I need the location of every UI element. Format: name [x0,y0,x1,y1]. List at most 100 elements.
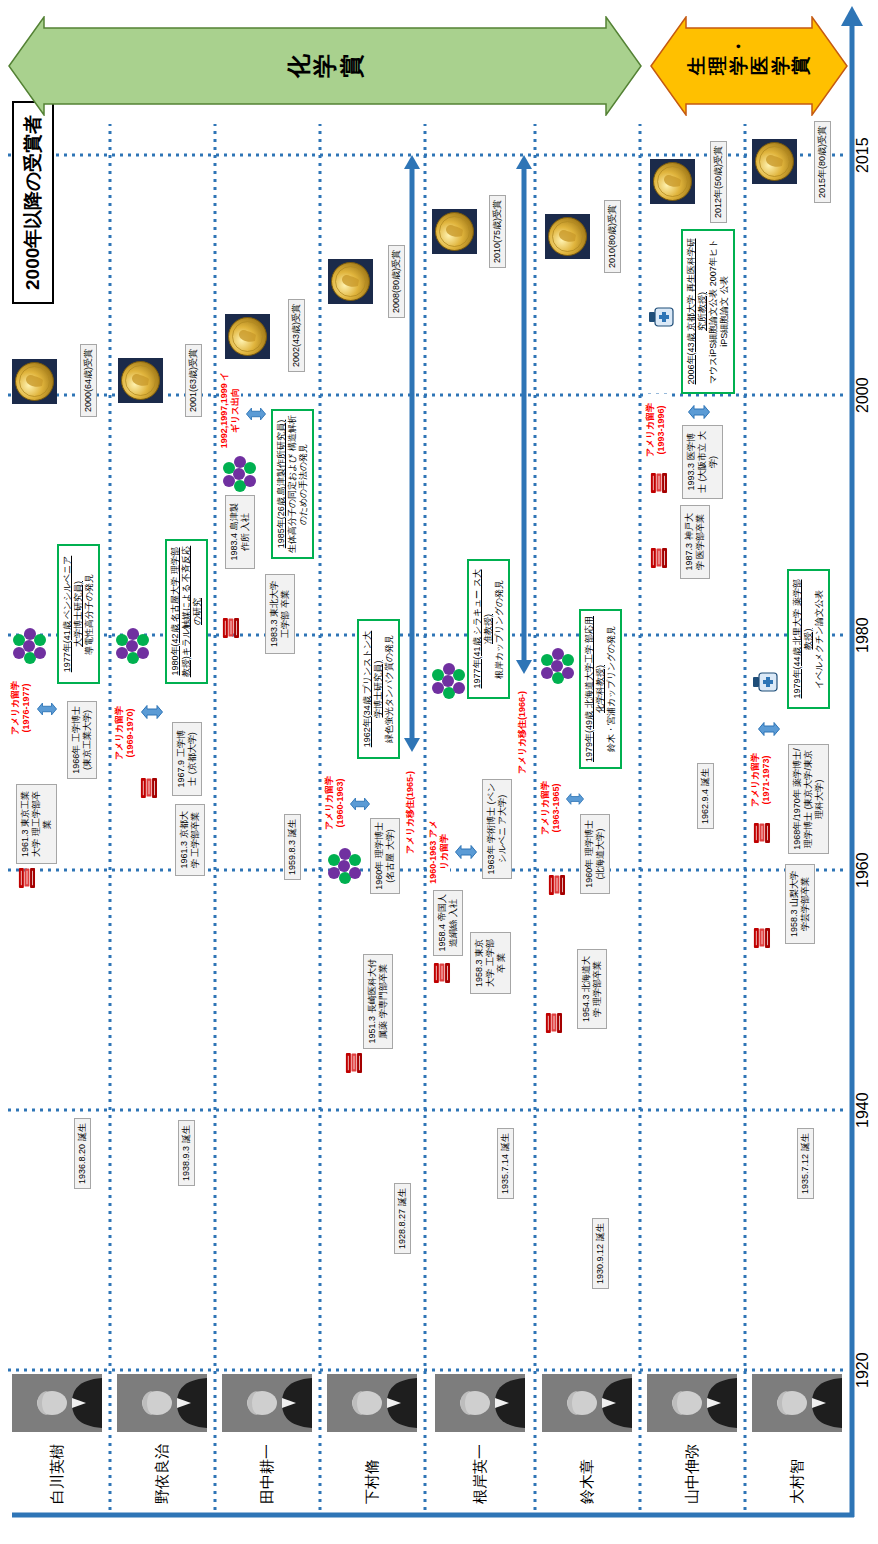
portrait-photo [542,1374,632,1432]
laureate-name: 山中伸弥 [683,1444,702,1504]
career-box: 1987.3 神戸大学 医学部卒業 [680,505,710,579]
node-text: 鈴木・宮浦カップリングの発見 [606,615,617,763]
period-arrow [37,703,56,715]
medal-image [545,214,590,259]
achievement-box: 1962年(34歳 プリンストン大 学博士研究員)緑色蛍光タンパク質の発見 [357,619,400,759]
career-box: 1968年/1970年 薬学博士/理学博士 (東京大学/東京理科大学) [788,744,829,854]
portrait-photo [12,1374,102,1432]
book-icon [434,963,450,983]
medal-image [650,159,695,204]
node-text: 1935.7.12 誕生 [800,1133,811,1194]
node-text: 1928.8.27 誕生 [397,1188,408,1249]
career-box: 1958.3 東京大学 工学部卒 業 [470,932,511,994]
node-text: 1968年/1970年 薬学博士/理学博士 (東京大学/東京理科大学) [792,748,825,850]
award-box: 2002(43歳)受賞 [288,299,305,372]
node-text: 1980年(42歳 名古屋大学 理学部教授)キラル触媒による 不斉反応の研究 [170,545,203,678]
laureate-name: 大村智 [788,1459,807,1504]
node-text: 1983.3 東北大学工学部 卒業 [269,578,291,650]
medal-image [225,314,270,359]
career-box: 1963年 学術博士 (ペンシルベニ ア大学) [482,779,512,879]
period-arrow [350,798,369,810]
book-icon [651,548,667,568]
node-text: 2010(80歳)受賞 [607,205,618,268]
event-note: アメリカ移住(1966-) [517,691,528,774]
career-box: 1983.4 島津製作所 入社 [225,495,255,569]
node-text: 2001(63歳)受賞 [188,349,199,412]
node-text: 1936.8.20 誕生 [77,1123,88,1184]
prize-category-arrow: 生理学・医学賞 [650,16,848,116]
node-text: 1958.3 山梨大学 学芸学部卒業 [789,868,811,940]
node-text: 1938.9.3 誕生 [181,1125,192,1181]
book-icon [651,473,667,493]
year-label: 1940 [855,1092,871,1128]
node-text: 1993.3 医学博士 (大阪市立 大学) [686,429,719,495]
achievement-box: 1977年(41歳 ペンシルベニア 大学博士研究員)導電性高分子の発見 [57,544,100,684]
node-text: 1963年 学術博士 (ペンシルベニ ア大学) [486,783,508,875]
node-text: 1930.9.12 誕生 [595,1223,606,1284]
time-axis [12,6,863,1517]
event-note: 1992,1997,1999 イギリス出向 [219,368,241,452]
book-icon [19,868,35,888]
node-text: 1979年(44歳 北里大学 薬学部教授) [792,575,814,703]
award-box: 2015年(80歳)受賞 [814,121,831,203]
year-label: 1960 [855,852,871,888]
achievement-box: 1985年(26歳 島津製作所研究員)生体高分子の同定および 構造解析のための手… [271,409,314,559]
period-arrow [566,794,583,805]
period-arrow [456,846,477,859]
medal-image [328,259,373,304]
node-text: 2015年(80歳)受賞 [817,126,828,198]
event-note: アメリカ留学 (1963-1965) [540,772,562,844]
laureate-name: 根岸英一 [471,1444,490,1504]
achievement-box: 1977年(41歳 シラキュー ス大准教授)根岸カップリングの発見 [467,559,510,699]
portrait-photo [752,1374,842,1432]
career-box: 1961.3 東京工業大学 理工学部卒業 [16,784,57,864]
career-box: 1966年 工学博士 (東京工業大学) [67,701,97,779]
period-arrow [689,406,710,419]
books [19,473,770,1073]
portrait-photo [647,1374,737,1432]
career-box: 1967.9 工学博士 (京都大学) [172,722,202,796]
birth-date-box: 1959.8.3 誕生 [284,814,301,880]
career-box: 1954.3 北海道大学 理学部卒業 [577,949,607,1029]
node-text: 1958.4 帝国人 造絹絲 入社 [437,894,459,952]
node-text: マウスiPS細胞論文公表 2007年ヒトiPS細胞論文 公表 [708,235,730,388]
event-note: アメリカ留学 (1993-1996) [645,394,667,466]
node-text: 緑色蛍光タンパク質の発見 [384,625,395,753]
birth-date-box: 1935.7.12 誕生 [797,1128,814,1199]
node-text: 2010(75歳)受賞 [492,200,503,263]
node-text: 2008(80歳)受賞 [391,250,402,313]
molecule-icon [13,628,46,664]
period-arrow [142,706,163,719]
portraits [12,1374,842,1432]
molecule-icon [223,456,256,492]
molecule-icon [432,663,465,699]
node-text: 1951.3 長崎医科大付属薬 学専門部卒業 [367,958,389,1045]
year-label: 2000 [855,377,871,413]
career-box: 1958.3 山梨大学 学芸学部卒業 [785,864,815,944]
birth-date-box: 1936.8.20 誕生 [74,1118,91,1189]
achievement-box: 1980年(42歳 名古屋大学 理学部教授)キラル触媒による 不斉反応の研究 [165,539,208,684]
medicine-icon [753,673,777,691]
year-label: 1980 [855,617,871,653]
node-text: 1959.8.3 誕生 [287,819,298,875]
award-box: 2012年(50歳)受賞 [710,141,727,223]
node-text: 1967.9 工学博士 (京都大学) [176,726,198,792]
medal-image [12,359,57,404]
achievement-box: 1979年(44歳 北里大学 薬学部教授)イベルメクチン論文公表 [787,569,830,709]
node-text: 1979年(49歳 北海道大学工学 部応用化学科教授) [584,615,606,763]
node-text: 1961.3 東京工業大学 理工学部卒業 [20,788,53,860]
node-text: 化学賞 [286,54,365,78]
node-text: 2006年(43歳 京都大学 再生医科学研究所教授) [686,235,708,388]
medals [12,139,797,404]
chart-title: 2000年以降の受賞者 [12,101,54,304]
portrait-photo [222,1374,312,1432]
node-text: 生体高分子の同定および 構造解析のための手法の発見 [287,415,309,553]
event-note: アメリカ移住(1965-) [405,771,416,854]
laureate-name: 白川英樹 [48,1444,67,1504]
node-text: 1961.3 京都大学 工学部卒業 [179,808,201,872]
award-box: 2010(80歳)受賞 [604,200,621,273]
award-box: 2001(63歳)受賞 [185,344,202,417]
portrait-photo [327,1374,417,1432]
